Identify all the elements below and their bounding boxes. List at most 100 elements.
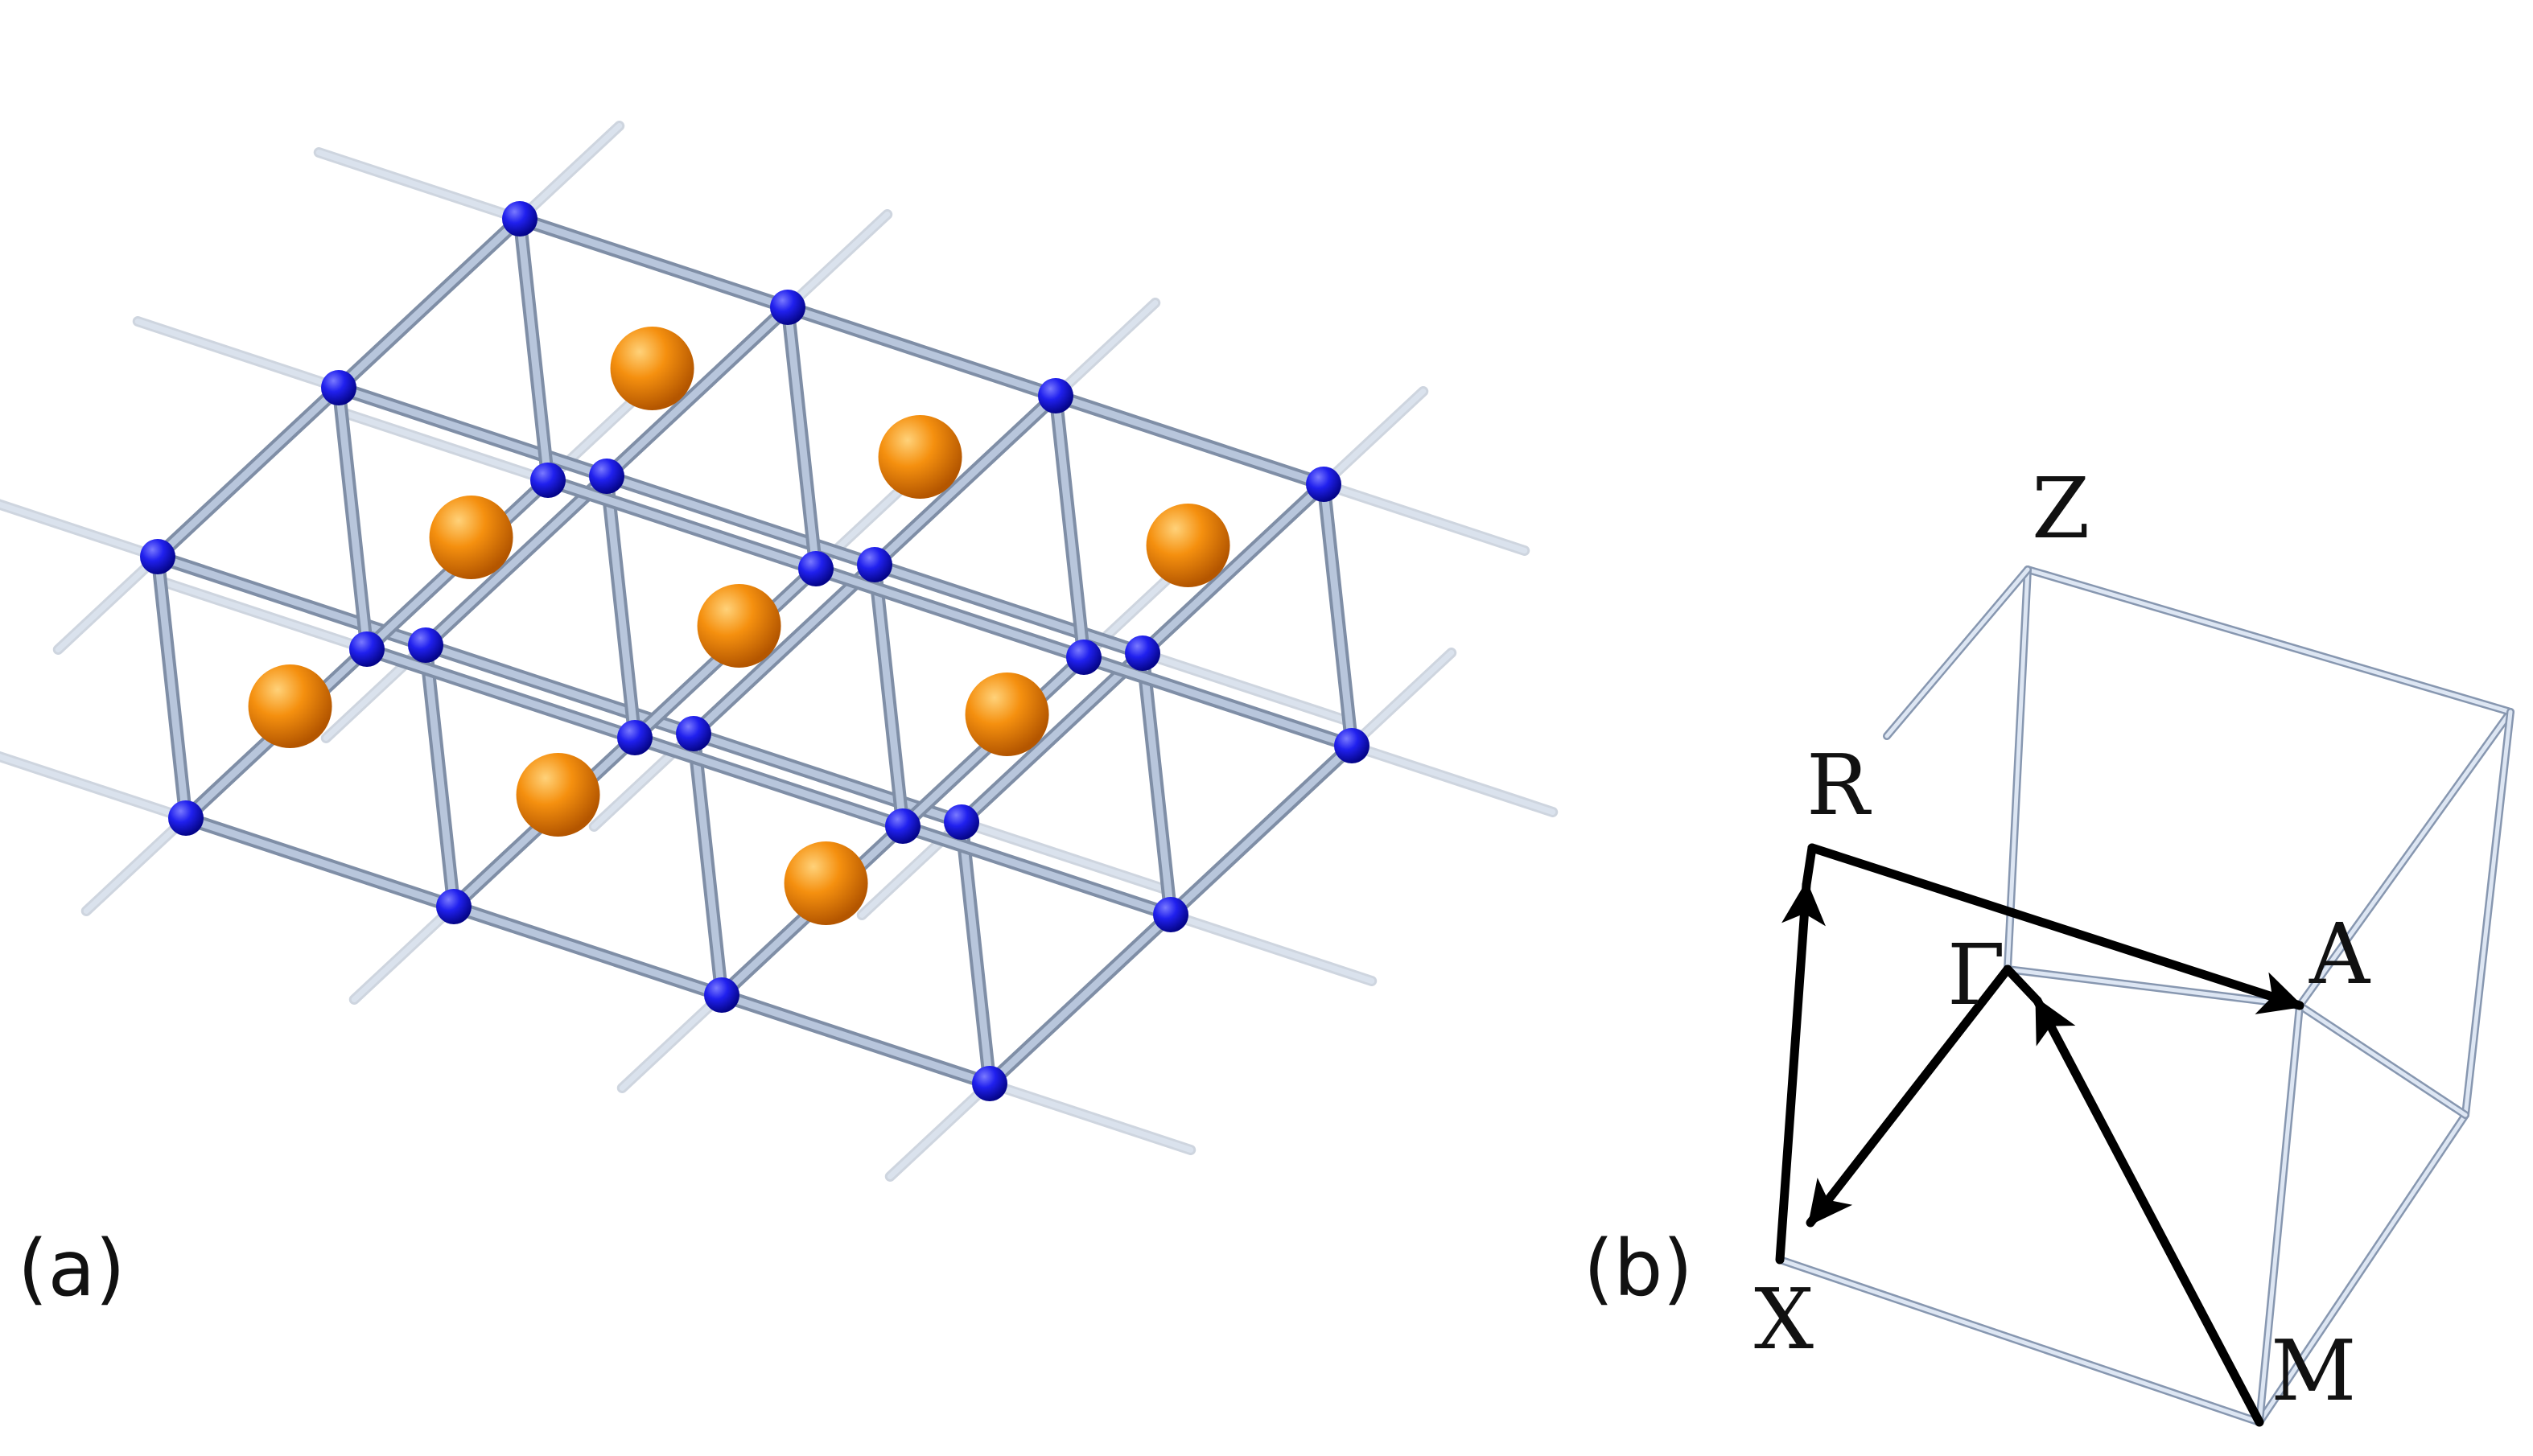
blue-atom bbox=[1306, 467, 1341, 502]
lattice-bond bbox=[958, 818, 994, 1088]
lattice-bond bbox=[1080, 653, 1356, 750]
orange-atom bbox=[965, 672, 1049, 756]
lattice-bond bbox=[986, 911, 1175, 1088]
point-label-r: R bbox=[1806, 736, 1872, 834]
lattice-bond bbox=[631, 734, 907, 830]
lattice-bond bbox=[335, 384, 611, 480]
orange-atom bbox=[248, 664, 332, 748]
path-r-to-a bbox=[1807, 843, 2304, 1014]
lattice-bond bbox=[182, 814, 458, 911]
lattice-bond bbox=[544, 476, 820, 573]
lattice-bond bbox=[154, 384, 343, 561]
orange-atom bbox=[697, 584, 781, 668]
lattice-bond-stub bbox=[1168, 911, 1375, 984]
blue-atom bbox=[1038, 378, 1073, 413]
lattice-bond bbox=[1052, 392, 1328, 488]
blue-atom bbox=[1125, 635, 1160, 671]
lattice-bond bbox=[603, 472, 639, 742]
lattice-bond-stub bbox=[986, 1080, 1194, 1153]
lattice-bond bbox=[690, 730, 726, 999]
lattice-bond-stub bbox=[1320, 389, 1427, 487]
lattice-bond bbox=[335, 384, 371, 653]
point-label-a: A bbox=[2309, 905, 2371, 1003]
lattice-bond bbox=[363, 645, 639, 742]
blue-atom bbox=[1066, 640, 1102, 675]
lattice-bond-stub bbox=[344, 411, 551, 483]
lattice-bond bbox=[1167, 742, 1356, 919]
lattice-bond-stub bbox=[0, 754, 189, 821]
lattice-bond bbox=[871, 561, 907, 830]
lattice-bond-stub bbox=[958, 819, 1166, 891]
point-label-m: M bbox=[2271, 1322, 2357, 1420]
lattice-bond bbox=[784, 303, 1060, 400]
lattice-bond bbox=[516, 215, 792, 311]
lattice-bond-stub bbox=[1139, 650, 1347, 722]
blue-atom bbox=[530, 463, 566, 498]
lattice-bond bbox=[784, 303, 820, 573]
blue-atom bbox=[168, 800, 204, 836]
lattice-bond-stub bbox=[55, 553, 161, 652]
lattice-atoms bbox=[140, 201, 1369, 1101]
lattice-bond bbox=[958, 649, 1147, 826]
lattice-bond-stub bbox=[785, 212, 891, 311]
lattice-bond-stub bbox=[134, 319, 342, 391]
lattice-bond-stub bbox=[163, 580, 370, 652]
lattice-bond-stubs bbox=[0, 121, 1559, 1182]
blue-atom bbox=[617, 720, 653, 755]
lattice-bond bbox=[871, 561, 1147, 657]
lattice-bond bbox=[1139, 649, 1175, 919]
lattice-bond bbox=[1320, 480, 1356, 750]
blue-atom bbox=[885, 808, 921, 844]
lattice-bond bbox=[422, 472, 611, 649]
orange-atom bbox=[610, 327, 694, 410]
lattice-bond bbox=[603, 472, 879, 569]
panel-a-label: (a) bbox=[18, 1224, 126, 1314]
lattice-bond bbox=[718, 991, 994, 1088]
blue-atom bbox=[676, 716, 711, 751]
lattice-bond bbox=[450, 903, 726, 999]
lattice-bond bbox=[154, 553, 190, 822]
blue-atom bbox=[798, 551, 834, 586]
blue-atom bbox=[770, 290, 805, 325]
path-m-to-gamma bbox=[2033, 996, 2264, 1427]
point-label-x: X bbox=[1754, 1270, 1814, 1368]
lattice-bond bbox=[871, 392, 1060, 569]
blue-atom bbox=[436, 889, 472, 924]
orange-atom bbox=[784, 841, 868, 925]
lattice-bond-stub bbox=[517, 123, 623, 222]
lattice-bond bbox=[1139, 480, 1328, 657]
blue-atom bbox=[140, 539, 175, 574]
lattice-bond bbox=[1052, 392, 1088, 661]
lattice-bond bbox=[422, 641, 458, 911]
lattice-bond-stub bbox=[351, 903, 457, 1002]
path-gamma-to-x bbox=[1806, 964, 2012, 1228]
point-label-z: Z bbox=[2032, 459, 2090, 557]
blue-atom bbox=[1153, 897, 1188, 932]
lattice-bond-stub bbox=[1349, 742, 1556, 815]
lattice-bond-stub bbox=[1052, 300, 1159, 399]
lattice-bond-stub bbox=[0, 501, 161, 560]
lattice-bond-stub bbox=[887, 1080, 993, 1179]
lattice-bond-stub bbox=[1349, 650, 1455, 749]
blue-atom bbox=[321, 370, 356, 405]
panel-b-label: (b) bbox=[1584, 1224, 1693, 1314]
lattice-bond-stub bbox=[619, 992, 725, 1091]
point-label-gamma: Γ bbox=[1947, 926, 2005, 1024]
lattice-panel: (a) bbox=[0, 121, 1559, 1314]
orange-atom bbox=[1146, 504, 1230, 587]
blue-atom bbox=[704, 977, 739, 1013]
lattice-bond-stub bbox=[83, 815, 189, 914]
orange-atom bbox=[429, 496, 513, 579]
blue-atom bbox=[944, 804, 979, 840]
lattice-bond bbox=[335, 215, 524, 392]
lattice-bond bbox=[812, 565, 1088, 661]
lattice-bond bbox=[690, 561, 879, 738]
lattice-bond bbox=[899, 822, 1175, 919]
high-symmetry-path bbox=[1775, 843, 2304, 1427]
brillouin-zone-panel: Z R A Γ X M (b) bbox=[1584, 459, 2514, 1427]
blue-atom bbox=[408, 627, 443, 663]
path-x-to-r bbox=[1775, 880, 1826, 1265]
blue-atom bbox=[502, 201, 537, 236]
lattice-bond-stub bbox=[315, 150, 523, 222]
